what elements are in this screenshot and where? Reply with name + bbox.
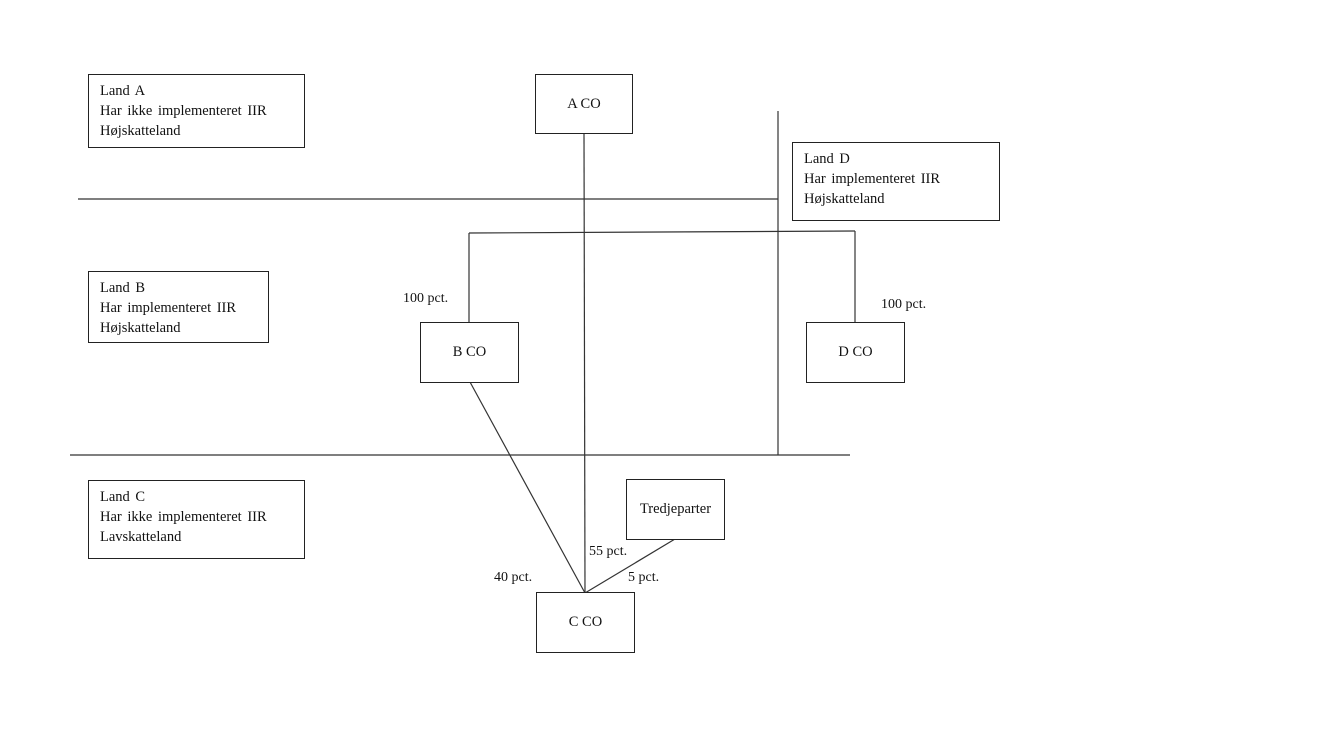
- country-name: Land A: [100, 83, 146, 99]
- country-box-land-c: Land C Har ikke implementeret IIR Lavska…: [88, 480, 305, 559]
- country-iir-status: Har implementeret IIR: [804, 171, 941, 187]
- country-tax-status: Højskatteland: [100, 123, 181, 139]
- country-box-land-a: Land A Har ikke implementeret IIR Højska…: [88, 74, 305, 148]
- entity-a-co: A CO: [535, 74, 633, 134]
- country-name: Land B: [100, 280, 146, 296]
- ownership-label-third-to-c: 5 pct.: [628, 570, 660, 585]
- ownership-label-a-to-d: 100 pct.: [881, 297, 927, 312]
- country-iir-status: Har ikke implementeret IIR: [100, 509, 267, 525]
- country-name: Land C: [100, 489, 146, 505]
- ownership-line-third-to-c: [584, 538, 676, 594]
- entity-label: B CO: [452, 344, 487, 360]
- ownership-label-a-to-b: 100 pct.: [403, 291, 449, 306]
- entity-label: A CO: [567, 95, 601, 112]
- entity-label: Tredjeparter: [639, 501, 712, 517]
- country-tax-status: Højskatteland: [804, 191, 885, 207]
- entity-c-co: C CO: [536, 592, 635, 653]
- entity-d-co: D CO: [806, 322, 905, 383]
- entity-third-parties: Tredjeparter: [626, 479, 725, 540]
- entity-label: C CO: [568, 614, 603, 630]
- country-tax-status: Lavskatteland: [100, 529, 182, 545]
- ownership-line-b-to-c: [469, 381, 586, 594]
- country-box-land-b: Land B Har implementeret IIR Højskattela…: [88, 271, 269, 343]
- ownership-line-a-to-c: [583, 132, 586, 594]
- country-box-land-d: Land D Har implementeret IIR Højskattela…: [792, 142, 1000, 221]
- country-iir-status: Har implementeret IIR: [100, 300, 237, 316]
- ownership-bracket-top: [468, 230, 856, 234]
- country-iir-status: Har ikke implementeret IIR: [100, 103, 267, 119]
- ownership-label-b-to-c: 40 pct.: [494, 570, 533, 585]
- country-name: Land D: [804, 151, 850, 167]
- country-tax-status: Højskatteland: [100, 320, 181, 336]
- entity-b-co: B CO: [420, 322, 519, 383]
- ownership-label-a-to-c: 55 pct.: [589, 544, 628, 559]
- entity-label: D CO: [838, 344, 873, 360]
